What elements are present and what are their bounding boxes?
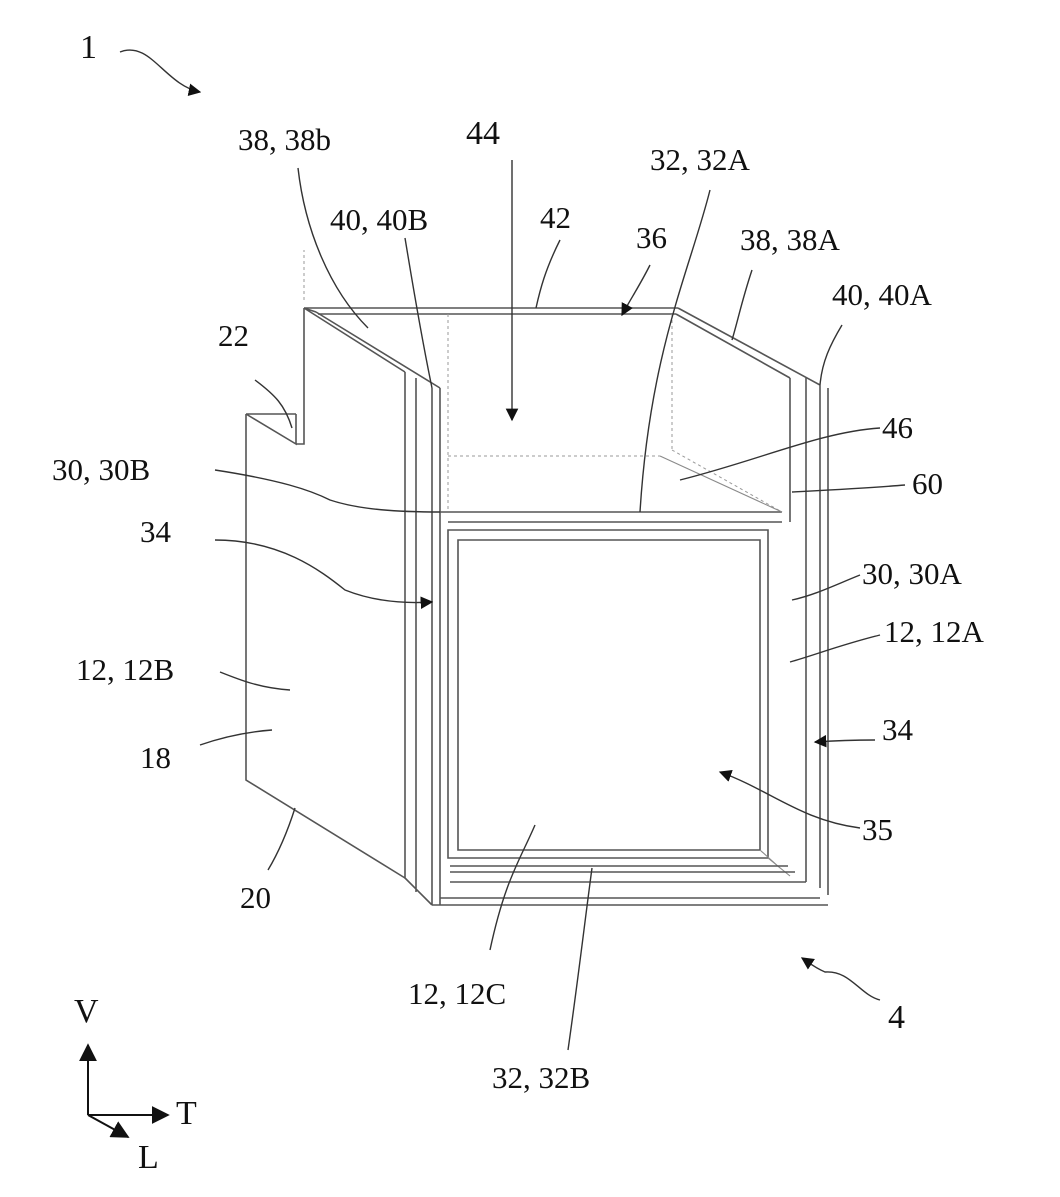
flap-38a	[676, 308, 820, 385]
leader-42	[536, 240, 560, 308]
frame-top-36	[440, 512, 782, 522]
rear-hidden-lines	[304, 250, 782, 512]
leader-60	[792, 485, 905, 492]
leader-12a	[790, 635, 880, 662]
label-12-12b: 12, 12B	[76, 652, 174, 687]
label-38-38b: 38, 38b	[238, 122, 331, 157]
top-edge-42	[304, 308, 678, 314]
label-35: 35	[862, 812, 893, 847]
panel-46-outline	[660, 456, 782, 512]
label-30-30a: 30, 30A	[862, 556, 963, 591]
axis-label-t: T	[176, 1095, 197, 1132]
leader-40a	[820, 325, 842, 385]
label-32-32a: 32, 32A	[650, 142, 751, 177]
label-38-38a: 38, 38A	[740, 222, 841, 257]
label-end-4: 4	[888, 999, 905, 1036]
leader-38a	[732, 270, 752, 340]
leader-40b	[405, 238, 432, 388]
reference-labels: 1 38, 38b 44 32, 32A 42 36 38, 38A 40, 4…	[52, 29, 985, 1095]
leader-30a	[792, 575, 860, 600]
label-60: 60	[912, 466, 943, 501]
post-40a	[790, 378, 828, 895]
label-40-40a: 40, 40A	[832, 277, 933, 312]
label-42: 42	[540, 200, 571, 235]
post-40b	[405, 372, 440, 905]
label-34-right: 34	[882, 712, 914, 747]
leader-32b	[568, 868, 592, 1050]
corner-22-notch	[296, 308, 304, 444]
label-32-32b: 32, 32B	[492, 1060, 590, 1095]
label-46: 46	[882, 410, 913, 445]
leader-18	[200, 730, 272, 745]
leader-4	[802, 958, 880, 1000]
leader-22	[255, 380, 292, 428]
axis-label-l: L	[138, 1139, 159, 1176]
label-44: 44	[466, 115, 500, 152]
leader-20	[268, 808, 295, 870]
axis-label-v: V	[74, 993, 99, 1030]
label-device-1: 1	[80, 29, 97, 66]
label-12-12a: 12, 12A	[884, 614, 985, 649]
label-30-30b: 30, 30B	[52, 452, 150, 487]
leader-46	[680, 428, 880, 480]
sill-32b	[432, 866, 828, 905]
leader-12c	[490, 825, 535, 950]
leader-lines	[120, 50, 905, 1050]
leader-34-left	[215, 540, 432, 603]
leader-35	[720, 772, 860, 828]
label-22: 22	[218, 318, 249, 353]
side-panel-12b	[246, 414, 405, 878]
label-36: 36	[636, 220, 667, 255]
leader-34-right	[815, 740, 875, 742]
axis-l-arrow	[88, 1115, 128, 1137]
label-40-40b: 40, 40B	[330, 202, 428, 237]
label-12-12c: 12, 12C	[408, 976, 506, 1011]
leader-38b	[298, 168, 368, 328]
label-20: 20	[240, 880, 271, 915]
label-34-left: 34	[140, 514, 172, 549]
window-35	[448, 530, 768, 858]
leader-1	[120, 50, 200, 92]
label-18: 18	[140, 740, 171, 775]
axis-indicator: V T L	[74, 993, 197, 1176]
leader-12b	[220, 672, 290, 690]
leader-30b	[215, 470, 440, 512]
device-body	[246, 250, 828, 905]
